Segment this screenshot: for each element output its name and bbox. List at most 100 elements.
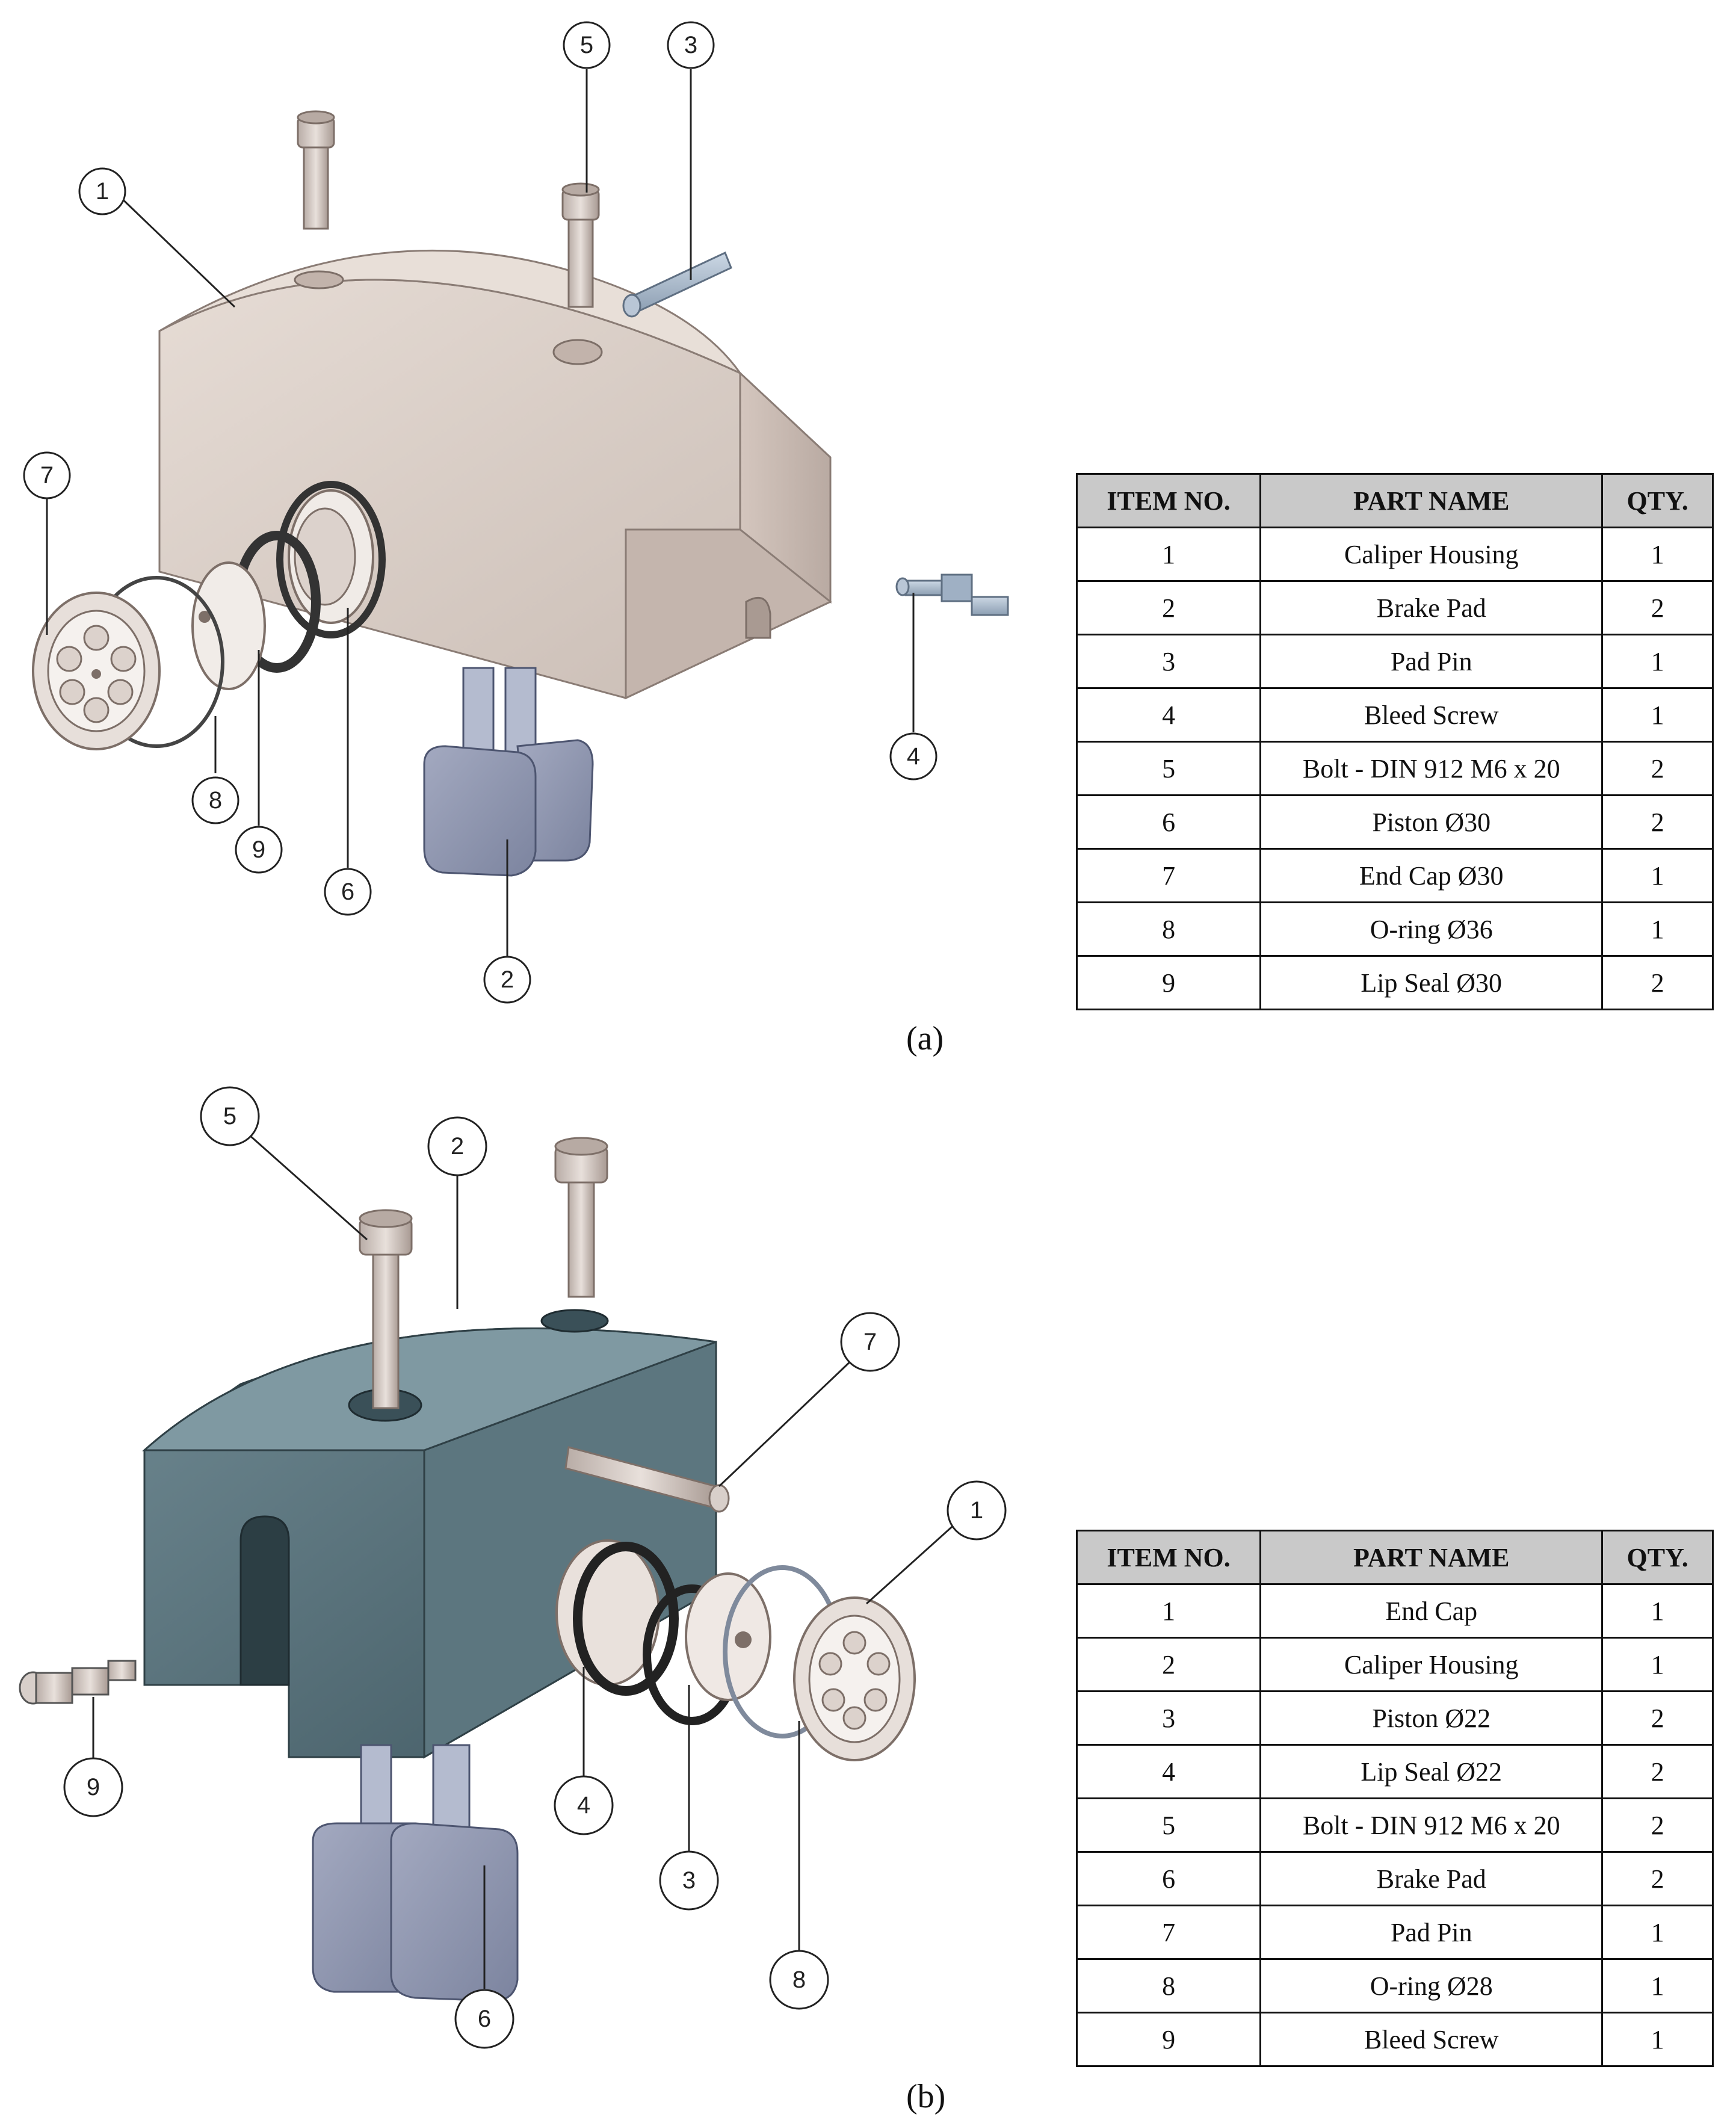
end-cap-b: [793, 1596, 916, 1761]
item-no: 8: [1075, 1958, 1262, 2013]
balloon-a-4: 4: [889, 732, 938, 780]
svg-text:6: 6: [478, 2006, 491, 2032]
qty: 1: [1601, 1958, 1714, 2013]
part-name: Bleed Screw: [1259, 687, 1604, 743]
figure-a-drawing: 1 2 3 4 5 6 7 8 9: [23, 21, 1009, 1004]
balloon-b-8: 8: [769, 1950, 829, 2010]
part-name: Caliper Housing: [1259, 527, 1604, 582]
bolt-a-right: [561, 182, 600, 308]
balloon-a-9: 9: [235, 826, 283, 874]
qty: 2: [1601, 1851, 1714, 1906]
part-name: Pad Pin: [1259, 1905, 1604, 1960]
balloon-b-7: 7: [840, 1312, 900, 1372]
item-no: 1: [1075, 527, 1262, 582]
bolt-a-left: [297, 110, 335, 230]
qty: 2: [1601, 955, 1714, 1010]
balloon-b-3: 3: [659, 1850, 719, 1911]
svg-text:8: 8: [209, 787, 222, 814]
bleed-screw-a: [895, 573, 1009, 616]
qty: 2: [1601, 1744, 1714, 1799]
header-item-no: ITEM NO.: [1075, 1530, 1262, 1585]
item-no: 3: [1075, 634, 1262, 689]
qty: 1: [1601, 1905, 1714, 1960]
svg-text:2: 2: [501, 966, 514, 993]
qty: 2: [1601, 741, 1714, 796]
part-name: Bolt - DIN 912 M6 x 20: [1259, 741, 1604, 796]
qty: 2: [1601, 794, 1714, 850]
header-qty: QTY.: [1601, 473, 1714, 528]
qty: 2: [1601, 1690, 1714, 1746]
end-cap-a: [32, 592, 161, 750]
item-no: 5: [1075, 741, 1262, 796]
svg-text:1: 1: [96, 178, 109, 205]
svg-text:5: 5: [580, 32, 593, 58]
svg-text:2: 2: [451, 1133, 464, 1160]
figure-b-drawing: 1 2 3 4 5 6 7 8 9: [19, 1086, 1007, 2049]
balloon-a-8: 8: [191, 776, 239, 824]
part-name: O-ring Ø28: [1259, 1958, 1604, 2013]
svg-text:5: 5: [223, 1103, 236, 1129]
bom-header-row: ITEM NO. PART NAME QTY.: [1075, 1530, 1714, 1585]
header-part-name: PART NAME: [1259, 1530, 1604, 1585]
balloon-a-5: 5: [563, 21, 611, 69]
caption-b: (b): [906, 2078, 946, 2115]
qty: 1: [1601, 848, 1714, 903]
part-name: Bolt - DIN 912 M6 x 20: [1259, 1797, 1604, 1853]
item-no: 7: [1075, 848, 1262, 903]
brake-pad-b: [312, 1744, 519, 2002]
item-no: 1: [1075, 1583, 1262, 1639]
part-name: Piston Ø22: [1259, 1690, 1604, 1746]
bolt-b-left: [359, 1209, 413, 1409]
item-no: 3: [1075, 1690, 1262, 1746]
svg-text:1: 1: [970, 1497, 983, 1524]
bom-header-row: ITEM NO. PART NAME QTY.: [1075, 473, 1714, 528]
svg-text:9: 9: [252, 836, 265, 863]
item-no: 6: [1075, 1851, 1262, 1906]
svg-text:7: 7: [863, 1329, 877, 1355]
balloon-a-2: 2: [483, 956, 531, 1004]
caption-a: (a): [906, 1020, 944, 1057]
part-name: Bleed Screw: [1259, 2012, 1604, 2067]
svg-text:9: 9: [87, 1774, 100, 1800]
qty: 1: [1601, 527, 1714, 582]
part-name: Brake Pad: [1259, 580, 1604, 635]
item-no: 5: [1075, 1797, 1262, 1853]
svg-text:8: 8: [792, 1967, 806, 1993]
item-no: 4: [1075, 1744, 1262, 1799]
qty: 2: [1601, 580, 1714, 635]
pad-pin-a: [622, 251, 732, 318]
qty: 1: [1601, 901, 1714, 957]
balloon-a-1: 1: [78, 167, 126, 215]
header-part-name: PART NAME: [1259, 473, 1604, 528]
item-no: 9: [1075, 955, 1262, 1010]
item-no: 9: [1075, 2012, 1262, 2067]
svg-text:4: 4: [907, 743, 920, 770]
lip-seal-b: [555, 1539, 679, 1696]
part-name: Lip Seal Ø30: [1259, 955, 1604, 1010]
svg-text:6: 6: [341, 879, 354, 905]
qty: 1: [1601, 1637, 1714, 1692]
part-name: Lip Seal Ø22: [1259, 1744, 1604, 1799]
part-name: End Cap: [1259, 1583, 1604, 1639]
part-name: Brake Pad: [1259, 1851, 1604, 1906]
item-no: 7: [1075, 1905, 1262, 1960]
balloon-b-5: 5: [200, 1086, 260, 1146]
qty: 2: [1601, 1797, 1714, 1853]
